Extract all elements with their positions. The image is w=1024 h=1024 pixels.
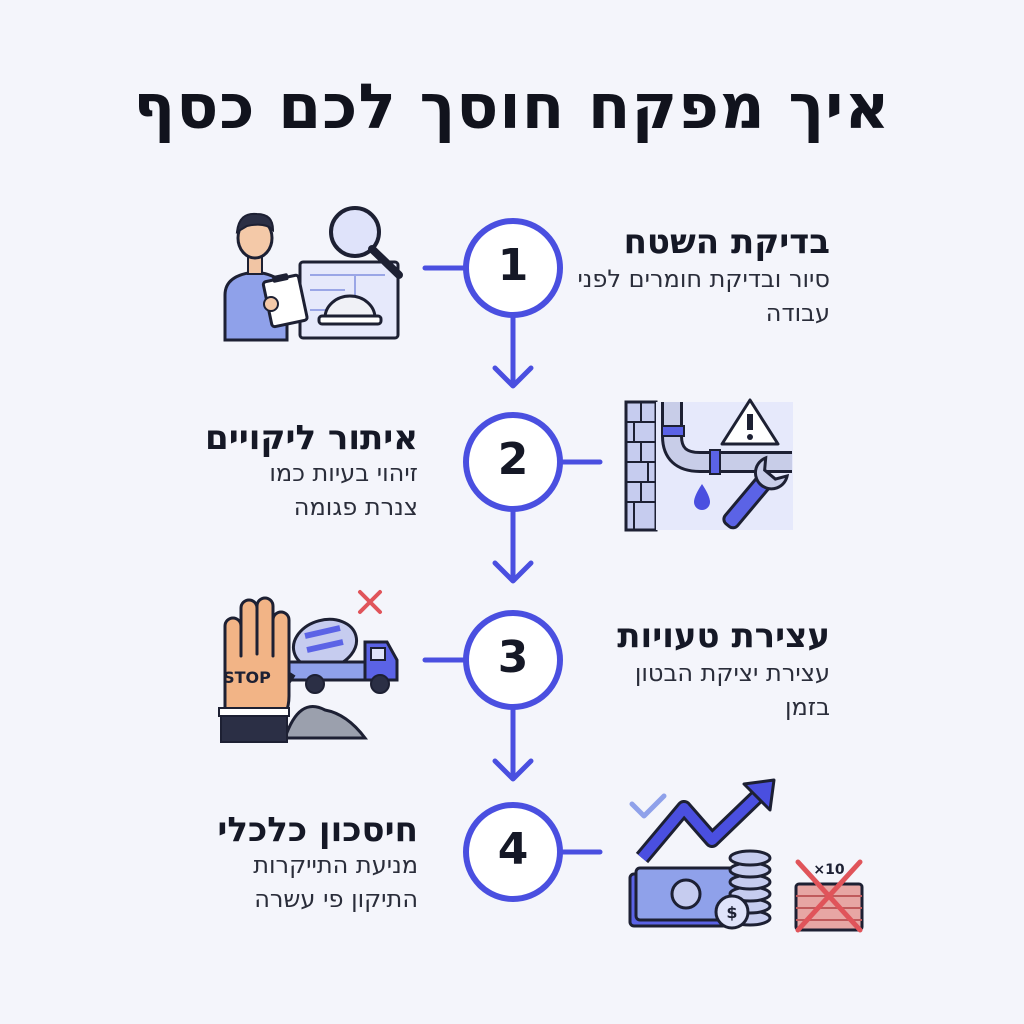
page-title: איך מפקח חוסך לכם כסף [133, 70, 891, 143]
step-title-3: עצירת טעויות [617, 616, 830, 656]
step-desc-4: מניעת התייקרות התיקון פי עשרה [253, 851, 418, 913]
svg-text:$: $ [726, 903, 737, 922]
cancel-icon [795, 859, 863, 933]
cancel-icon [358, 590, 382, 614]
step-desc-1: סיור ובדיקת חומרים לפני עבודה [577, 265, 830, 327]
money-savings-chart-icon: $ ×10 [628, 778, 864, 933]
arrow-down-1 [492, 312, 534, 389]
step-number-4: 4 [497, 824, 529, 875]
leaking-pipe-wrench-icon [624, 398, 793, 532]
step-title-2: איתור ליקויים [205, 418, 418, 458]
inspector-blueprint-icon [223, 206, 403, 342]
step-number-2: 2 [497, 434, 529, 485]
step-number-3: 3 [497, 632, 529, 683]
stop-label: STOP [223, 668, 271, 687]
step-title-1: בדיקת השטח [623, 222, 830, 262]
arrow-down-3 [492, 704, 534, 782]
step-desc-3: עצירת יציקת הבטון בזמן [634, 659, 830, 721]
step-circle-4 [463, 802, 563, 902]
stop-hand-concrete-truck-icon: STOP [218, 590, 399, 743]
step-desc-2: זיהוי בעיות כמו צנרת פגומה [269, 459, 418, 521]
arrow-down-2 [492, 506, 534, 584]
multiplier-label: ×10 [813, 862, 844, 878]
step-title-4: חיסכון כלכלי [217, 810, 418, 850]
check-icon [629, 793, 667, 819]
step-number-1: 1 [497, 240, 529, 291]
